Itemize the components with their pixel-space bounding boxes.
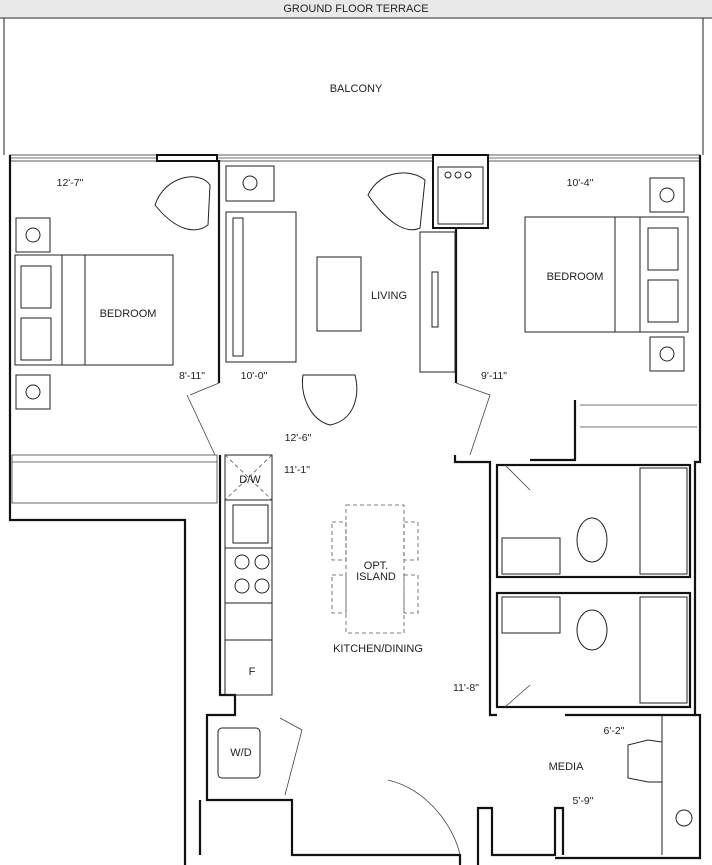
- dim-bedroom-right-depth: 9'-11": [481, 370, 507, 382]
- kitchen-dining-label: KITCHEN/DINING: [333, 643, 423, 655]
- dim-media-width: 6'-2": [604, 725, 625, 737]
- dim-bedroom-right-width: 10'-4": [567, 177, 594, 189]
- washer-dryer-label: W/D: [230, 747, 251, 759]
- media-furniture: [387, 715, 693, 856]
- kitchen-counter: [224, 454, 273, 696]
- bedroom-left-label: BEDROOM: [100, 308, 157, 320]
- dim-living-depth: 12'-6": [285, 432, 312, 444]
- dim-media-depth: 5'-9": [573, 795, 594, 807]
- bedroom-right-furniture: [524, 177, 697, 428]
- laundry-closet: [217, 717, 303, 796]
- living-label: LIVING: [371, 290, 407, 302]
- dishwasher-label: D/W: [239, 474, 261, 486]
- terrace-bar: [0, 0, 712, 17]
- fridge-label: F: [249, 666, 256, 678]
- dim-kitchen-width: 11'-1": [284, 464, 310, 476]
- optional-island: [331, 504, 419, 634]
- dim-kitchen-depth: 11'-8": [453, 682, 479, 694]
- bathrooms: [501, 464, 688, 708]
- media-label: MEDIA: [549, 761, 585, 773]
- dim-living-width: 10'-0": [241, 370, 268, 382]
- bedroom-left-furniture: [11, 176, 218, 504]
- living-furniture: [186, 165, 491, 456]
- balcony-label: BALCONY: [330, 83, 383, 95]
- bedroom-right-label: BEDROOM: [547, 271, 604, 283]
- walls: [8, 155, 702, 865]
- island-label-1: OPT.: [364, 560, 388, 572]
- balcony: BALCONY: [0, 17, 712, 155]
- island-label-2: ISLAND: [356, 571, 396, 583]
- terrace-label: GROUND FLOOR TERRACE: [283, 3, 428, 15]
- dim-bedroom-left-depth: 8'-11": [179, 370, 205, 382]
- dim-bedroom-left-width: 12'-7": [57, 177, 84, 189]
